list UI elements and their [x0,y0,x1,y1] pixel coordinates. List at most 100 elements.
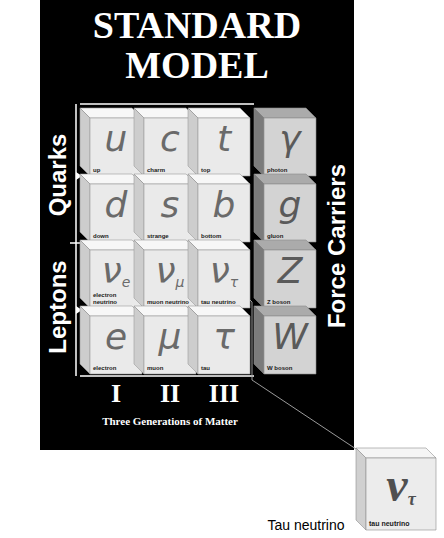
particle-symbol: t [217,118,231,159]
particle-cube: eelectron [80,306,142,374]
symbol-row: μ [144,319,196,355]
generation-numeral: I [111,379,121,408]
particle-name: muon [147,365,194,371]
cube-top-face [254,174,316,184]
particle-symbol: W [272,316,308,357]
cube-front-face [264,316,316,374]
cube-top-face [188,240,250,250]
particle-cube: c charm [134,108,196,176]
cube-top-face [356,448,436,458]
symbol-row: νμ [144,253,196,289]
symbol-row: ντ [366,461,436,509]
cube-side-face [134,306,144,374]
symbol-row: s [144,187,196,223]
symbol-row: γ [264,121,316,157]
particle-symbol: u [105,118,128,159]
label-holder: Leptons [45,260,70,353]
particle-symbol: c [160,118,180,159]
particle-cube: νe electron neutrino [80,240,142,308]
particle-name: W boson [267,365,314,371]
particle-name: bottom [201,233,248,239]
cube-top-face [254,240,316,250]
particle-symbol: γ [279,118,300,159]
cube-side-face [80,240,90,308]
particle-symbol: e [105,316,127,357]
particle-symbol: ν [102,250,122,291]
particle-cube: μ muon [134,306,196,374]
particle-symbol: b [213,184,236,225]
cube-front-face [264,184,316,242]
symbol-row: νe [90,253,142,289]
particle-name: muon neutrino [147,299,194,305]
figure-caption: Tau neutrino [267,517,344,533]
cube-side-face [134,108,144,176]
cube-front-face [198,184,250,242]
axis-label: Three Generations of Matter [102,415,238,427]
bracket-line [70,104,254,376]
cube-side-face [188,306,198,374]
symbol-row: Z [264,253,316,289]
particle-symbol: Z [278,250,303,291]
particle-cube: τtau [188,306,250,374]
particle-cube: ντ tau neutrino [188,240,250,308]
particle-name: electron neutrino [93,292,140,305]
cube-top-face [134,240,196,250]
cube-side-face [188,240,198,308]
symbol-subscript: τ [408,489,416,509]
cube-front-face [366,458,436,530]
label-holder: Three Generations of Matter [102,412,238,429]
particle-symbol: d [105,184,128,225]
group-label: Quarks [44,134,71,217]
cube-top-face [134,174,196,184]
cube-top-face [188,306,250,316]
cube-side-face [254,108,264,176]
magnified-cube: ντ tau neutrino [356,448,436,530]
cube-top-face [134,108,196,118]
symbol-row: W [264,319,316,355]
particle-symbol: s [161,184,180,225]
particle-cube: ttop [188,108,250,176]
cube-side-face [254,240,264,308]
cube-side-face [188,108,198,176]
symbol-row: u [90,121,142,157]
cube-front-face [198,316,250,374]
label-holder: II [160,380,180,407]
cube-top-face [80,174,142,184]
particle-name: up [93,167,140,173]
symbol-row: ντ [198,253,250,289]
particle-name: tau neutrino [201,299,248,305]
cube-top-face [80,306,142,316]
cube-side-face [188,174,198,242]
particle-symbol: τ [213,316,235,357]
generation-numeral: II [160,379,180,408]
cube-side-face [80,306,90,374]
particle-symbol: ν [386,458,407,511]
group-label: Force Carriers [323,164,350,328]
symbol-row: τ [198,319,250,355]
label-holder: III [209,380,239,407]
particle-name: down [93,233,140,239]
cube-side-face [80,174,90,242]
force-carrier-cube: W W boson [254,306,316,374]
cube-front-face [264,250,316,308]
cube-top-face [188,108,250,118]
cube-front-face [198,118,250,176]
particle-cube: d down [80,174,142,242]
particle-name: strange [147,233,194,239]
particle-cube: νμ muon neutrino [134,240,196,308]
diagram-title: STANDARD MODEL [40,6,354,86]
cube-top-face [188,174,250,184]
particle-symbol: ν [210,250,230,291]
black-panel [40,0,354,450]
particle-name: charm [147,167,194,173]
symbol-subscript: τ [230,274,238,290]
particle-name: Z boson [267,299,314,305]
cube-top-face [80,240,142,250]
particle-name: tau neutrino [369,520,434,527]
label-holder: Force Carriers [324,164,349,328]
particle-symbol: ν [155,250,175,291]
symbol-subscript: μ [176,274,185,290]
caption-holder: Tau neutrino [267,517,344,534]
particle-symbol: g [279,184,302,225]
